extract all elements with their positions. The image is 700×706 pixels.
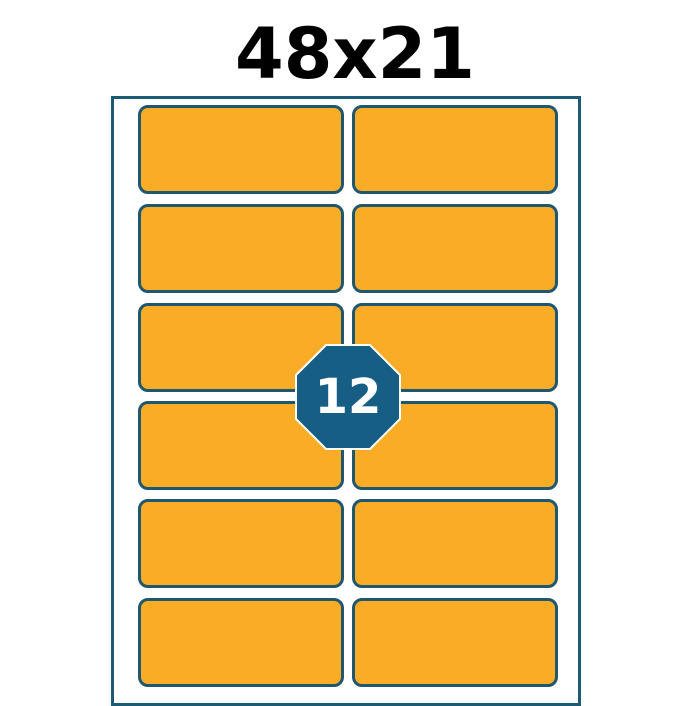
label-cell	[138, 105, 344, 194]
label-size-title: 48x21	[235, 13, 475, 95]
label-cell	[352, 105, 558, 194]
label-count-badge: 12	[295, 344, 401, 450]
label-cell	[138, 499, 344, 588]
label-cell	[352, 499, 558, 588]
label-cell	[138, 204, 344, 293]
octagon-icon	[295, 344, 401, 450]
label-cell	[352, 598, 558, 687]
label-cell	[138, 598, 344, 687]
label-count: 12	[314, 369, 382, 425]
label-cell	[352, 204, 558, 293]
